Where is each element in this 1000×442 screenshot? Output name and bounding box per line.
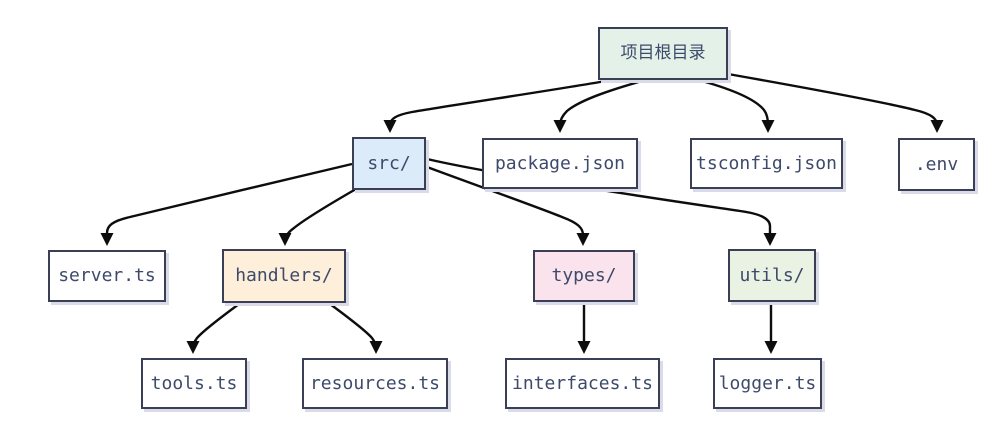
- node-types-folder: types/: [533, 250, 635, 302]
- edge-root-to-package-json: [553, 79, 643, 133]
- edge-src-to-server-ts: [100, 162, 353, 246]
- node-tsconfig-json: tsconfig.json: [690, 138, 843, 189]
- node-resources-ts: resources.ts: [302, 358, 448, 409]
- node-interfaces-ts: interfaces.ts: [505, 358, 660, 409]
- edge-src-to-handlers: [278, 187, 357, 246]
- edge-handlers-to-tools-ts: [186, 303, 240, 354]
- edge-src-to-types: [426, 165, 590, 246]
- node-tools-ts: tools.ts: [141, 358, 247, 409]
- edge-root-to-env: [727, 72, 944, 133]
- node-handlers-folder: handlers/: [222, 249, 346, 303]
- node-project-root: 项目根目录: [598, 27, 728, 80]
- node-utils-folder: utils/: [728, 249, 816, 302]
- node-server-ts: server.ts: [48, 250, 166, 302]
- node-env-file: .env: [898, 138, 975, 191]
- edge-root-to-src: [383, 79, 607, 133]
- node-src-folder: src/: [352, 137, 426, 190]
- node-logger-ts: logger.ts: [713, 358, 822, 409]
- edge-root-to-tsconfig-json: [701, 79, 775, 133]
- node-package-json: package.json: [482, 138, 638, 189]
- edge-handlers-to-resources-ts: [329, 303, 383, 354]
